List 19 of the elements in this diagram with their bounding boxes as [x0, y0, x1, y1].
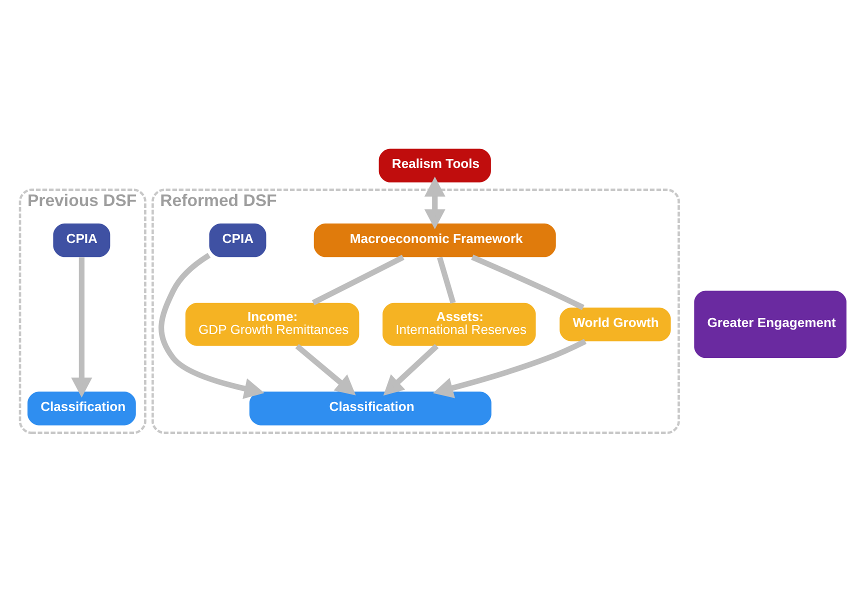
node-box: Assets: International Reserves [382, 302, 536, 346]
connector [436, 256, 456, 304]
arrow [158, 252, 264, 399]
node-box: Greater Engagement [694, 290, 846, 358]
node-box: Classification [249, 392, 492, 426]
connector [471, 254, 584, 310]
arrow [71, 257, 92, 398]
node-box: Income: GDP Growth Remittances [185, 302, 360, 346]
connector [312, 254, 404, 306]
node-box: CPIA [53, 224, 110, 258]
arrow [432, 338, 586, 398]
node-box: Realism Tools [378, 148, 491, 182]
node-box: CPIA [209, 224, 266, 258]
node-box: Macroeconomic Framework [314, 224, 556, 258]
arrow [424, 176, 446, 230]
node-box: Classification [27, 392, 136, 426]
arrow [295, 344, 356, 396]
arrow [383, 344, 439, 396]
node-box: World Growth [560, 308, 671, 342]
